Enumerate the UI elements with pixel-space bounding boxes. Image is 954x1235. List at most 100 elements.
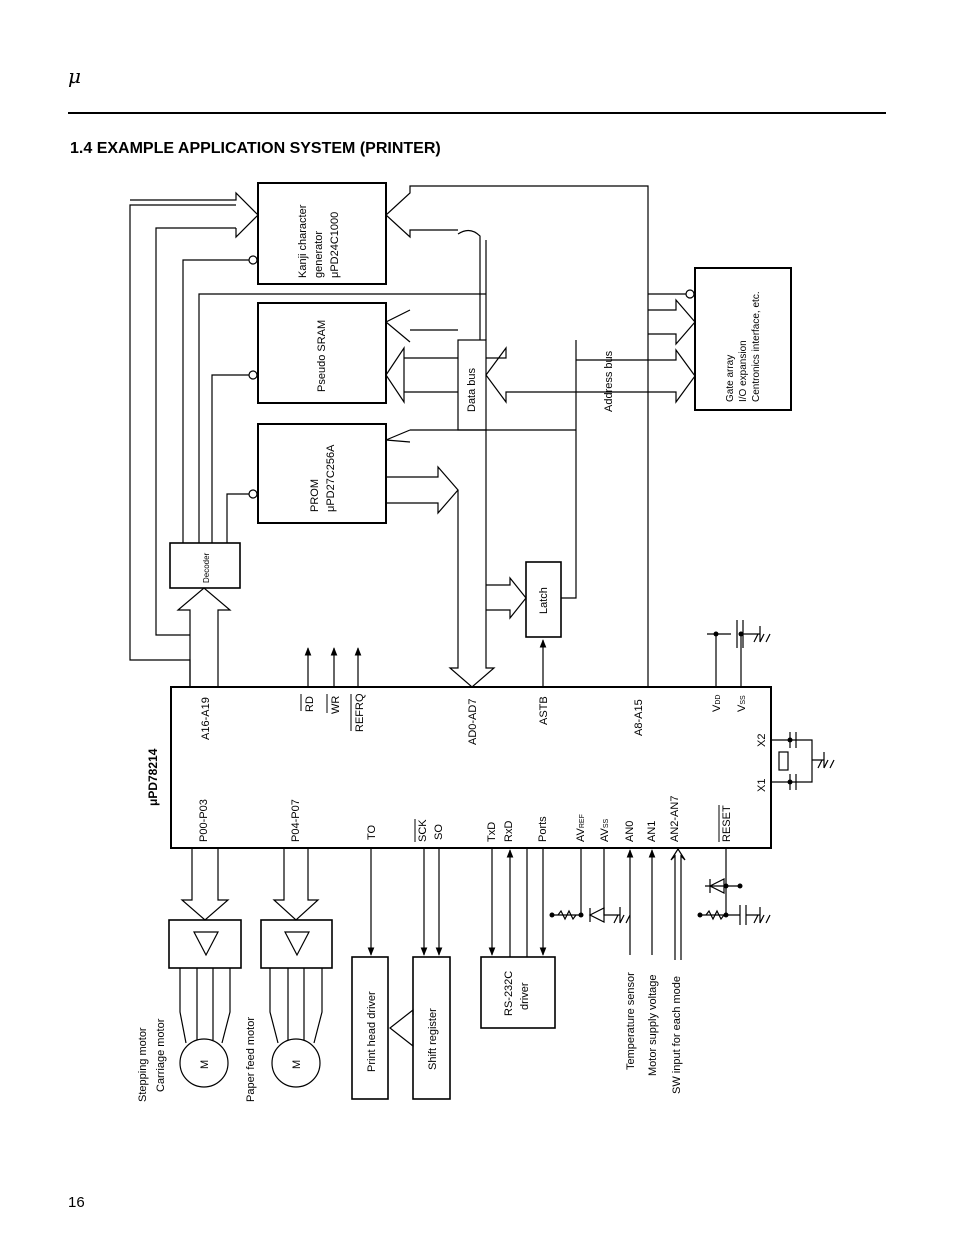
- avref-resistor-icon: [557, 909, 577, 921]
- shift-register-label: Shift register: [427, 1008, 439, 1070]
- gate-label-1: Gate array: [725, 355, 736, 402]
- address-bus-prom: [385, 429, 577, 565]
- pin-avref-label: AVREF: [575, 814, 587, 842]
- data-bus-vertical: [457, 229, 487, 340]
- data-bus-right-arrow: [485, 340, 577, 430]
- pin-an2-label: AN2-AN7: [669, 796, 681, 842]
- motor-supply-label: Motor supply voltage: [647, 975, 659, 1077]
- latch-output-wire: [561, 565, 577, 599]
- pin-x1-label: X1: [756, 779, 768, 792]
- p04-bus-arrow: [272, 848, 320, 921]
- carriage-motor-icon: [179, 1038, 229, 1088]
- decoder-wire-gate: [198, 293, 486, 543]
- gate-label-3: Centronics interface, etc.: [751, 291, 762, 402]
- reset-dot-2: [723, 912, 729, 918]
- print-head-driver-box: [351, 956, 389, 1100]
- kanji-label-2: generator: [313, 231, 325, 278]
- data-bus-label: Data bus: [466, 367, 478, 412]
- sram-cs-bubble: [248, 370, 258, 380]
- gate-array-box: [694, 267, 792, 411]
- shift-register-box: [412, 956, 451, 1100]
- prom-box: [257, 423, 387, 524]
- address-bus-label: Address bus: [603, 350, 615, 412]
- an2-bus-arrow: [670, 847, 686, 960]
- pin-p00-label: P00-P03: [198, 799, 210, 842]
- sw-input-label: SW input for each mode: [671, 976, 683, 1094]
- rs232c-driver-box: [480, 956, 556, 1029]
- pin-so-label: SO: [433, 824, 445, 840]
- pin-p04-label: P04-P07: [290, 799, 302, 842]
- prom-data-out-arrow: [386, 465, 459, 515]
- latch-label: Latch: [538, 587, 550, 614]
- avref-zener-icon: [588, 907, 605, 923]
- pin-vdd-label: VDD: [711, 695, 723, 712]
- page-number: 16: [68, 1194, 85, 1211]
- address-bus-gate-data: [576, 348, 696, 404]
- pin-ports-label: Ports: [537, 816, 549, 842]
- sw-dot: [737, 883, 743, 889]
- pin-to-label: TO: [366, 824, 378, 840]
- shift-to-print-arrow: [389, 1008, 414, 1048]
- avref-wiring: [552, 848, 620, 916]
- prom-label-2: μPD27C256A: [325, 444, 337, 512]
- kanji-label-3: μPD24C1000: [329, 212, 341, 278]
- reset-dot: [723, 883, 729, 889]
- kanji-cs-bubble: [248, 255, 258, 265]
- paperfeed-driver-box: [260, 919, 333, 969]
- reset-resistor-icon: [705, 909, 725, 921]
- stepping-buffer-icon: [193, 931, 219, 957]
- p00-bus-arrow: [180, 848, 230, 921]
- pin-ad0-label: AD0-AD7: [467, 699, 479, 745]
- latch-input-wire: [486, 576, 527, 620]
- vss-ground-icon: [753, 626, 771, 643]
- temperature-sensor-label: Temperature sensor: [625, 972, 637, 1070]
- pin-a16-label: A16-A19: [200, 697, 212, 740]
- crystal-dot-1: [787, 737, 793, 743]
- mcu-label: μPD78214: [146, 748, 160, 806]
- decoder-label: Decoder: [202, 552, 211, 583]
- stepping-driver-box: [168, 919, 242, 969]
- kanji-input-arrow: [130, 191, 259, 239]
- crystal-dot-2: [787, 779, 793, 785]
- pin-sck-label: SCK: [417, 819, 429, 842]
- rs232-label-2: driver: [519, 982, 531, 1010]
- latch-box: [525, 561, 562, 638]
- reset-dot-left: [697, 912, 703, 918]
- prom-cs-wire: [226, 493, 249, 543]
- avref-dot: [578, 912, 584, 918]
- pin-x2-label: X2: [756, 734, 768, 747]
- avss-ground-icon: [613, 907, 631, 924]
- section-title: 1.4 EXAMPLE APPLICATION SYSTEM (PRINTER): [70, 140, 441, 157]
- header-rule: [68, 112, 886, 114]
- kanji-generator-box: [257, 182, 387, 285]
- header-mu-mark: μ: [68, 64, 81, 88]
- pin-txd-label: TxD: [486, 822, 498, 842]
- paperfeed-motor-wires: [269, 968, 323, 1044]
- crystal-icon: [778, 751, 789, 771]
- rs232-label-1: RS-232C: [503, 971, 515, 1016]
- address-bus-gate-in: [648, 293, 696, 346]
- paper-feed-motor-label: Paper feed motor: [245, 1017, 257, 1102]
- decoder-box: [169, 542, 241, 589]
- sram-cs-wire: [211, 374, 249, 543]
- prom-cs-bubble: [248, 489, 258, 499]
- pin-avss-label: AVSS: [599, 818, 611, 842]
- pin-refrq-label: REFRQ: [354, 693, 366, 732]
- kanji-label-1: Kanji character: [297, 204, 309, 278]
- carriage-motor-label: Carriage motor: [155, 1018, 167, 1092]
- pin-rd-label: RD: [304, 696, 316, 712]
- mcu-box: [170, 686, 772, 849]
- address-bus-sram: [384, 309, 458, 343]
- pin-rxd-label: RxD: [503, 821, 515, 842]
- print-head-label: Print head driver: [366, 991, 378, 1072]
- prom-label-1: PROM: [309, 479, 321, 512]
- ad-bus-down-arrow: [448, 430, 496, 688]
- reset-ground-icon: [753, 907, 771, 924]
- pin-wr-label: WR: [330, 696, 342, 714]
- kanji-cs-wire: [182, 259, 249, 543]
- paperfeed-buffer-icon: [284, 931, 310, 957]
- avref-dot-left: [549, 912, 555, 918]
- pin-astb-label: ASTB: [538, 696, 550, 725]
- vdd-junction-dot: [713, 631, 719, 637]
